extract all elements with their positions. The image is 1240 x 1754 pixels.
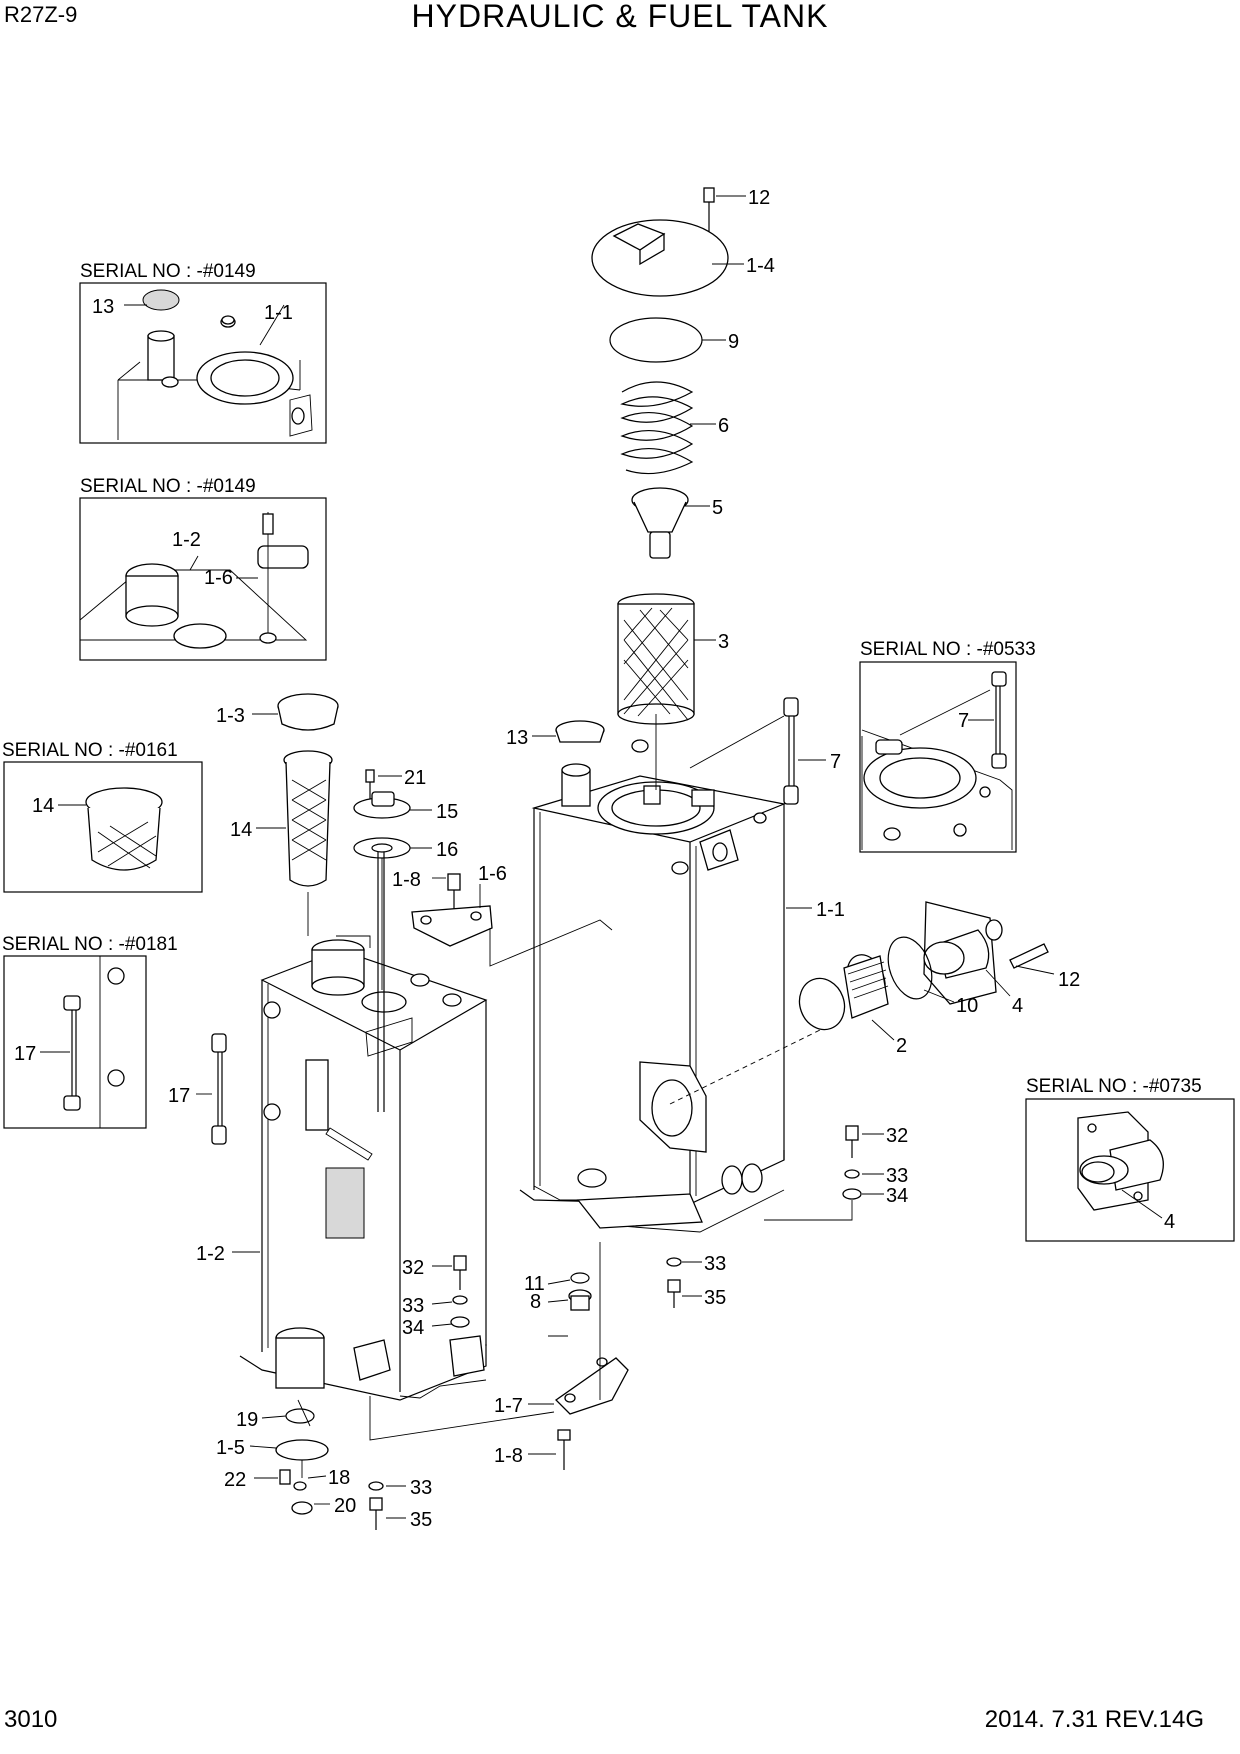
revision-date: 2014. 7.31 REV.14G bbox=[984, 1706, 1204, 1733]
callout-label: 3 bbox=[718, 631, 729, 653]
inset-fuel-tank-top-early: SERIAL NO : -#0149 1-2 1-6 bbox=[79, 476, 327, 661]
callout-label: 1-7 bbox=[494, 1395, 523, 1417]
inset-serial-label: SERIAL NO : -#0149 bbox=[80, 261, 256, 282]
callout-label: 35 bbox=[704, 1287, 726, 1309]
callout-label: 13 bbox=[506, 727, 528, 749]
callout-label: 33 bbox=[402, 1295, 424, 1317]
callout-label: 22 bbox=[224, 1469, 246, 1491]
callout-label: 16 bbox=[436, 839, 458, 861]
callout-label: 1-2 bbox=[196, 1243, 225, 1265]
callout-label: 32 bbox=[402, 1257, 424, 1279]
callout-label: 34 bbox=[402, 1317, 424, 1339]
callout-label: 33 bbox=[410, 1477, 432, 1499]
inset-serial-label: SERIAL NO : -#0181 bbox=[2, 934, 178, 955]
inset-serial-label: SERIAL NO : -#0149 bbox=[80, 476, 256, 497]
callout-label: 6 bbox=[718, 415, 729, 437]
model-code: R27Z-9 bbox=[4, 2, 78, 27]
callout-label: 1-8 bbox=[494, 1445, 523, 1467]
callout-label: 4 bbox=[1012, 995, 1023, 1017]
callout-label: 35 bbox=[410, 1509, 432, 1531]
callout-label: 7 bbox=[830, 751, 841, 773]
inset-level-gauge-later: SERIAL NO : -#0533 7 bbox=[859, 639, 1036, 853]
callout-label: 18 bbox=[328, 1467, 350, 1489]
callout-label: 17 bbox=[168, 1085, 190, 1107]
callout-label: 33 bbox=[704, 1253, 726, 1275]
svg-text:7: 7 bbox=[958, 710, 969, 732]
callout-label: 19 bbox=[236, 1409, 258, 1431]
callout-label: 12 bbox=[748, 187, 770, 209]
callout-label: 34 bbox=[886, 1185, 908, 1207]
inset-tank-top-early: SERIAL NO : -#0149 13 1-1 bbox=[79, 261, 327, 444]
inset-serial-label: SERIAL NO : -#0735 bbox=[1026, 1076, 1202, 1097]
page-number: 3010 bbox=[4, 1706, 58, 1733]
page-title: HYDRAULIC & FUEL TANK bbox=[411, 0, 829, 34]
svg-text:1-6: 1-6 bbox=[204, 567, 233, 589]
inset-strainer-early: SERIAL NO : -#0161 14 bbox=[2, 740, 203, 893]
callout-label: 11 bbox=[524, 1273, 545, 1295]
callout-label: 14 bbox=[230, 819, 252, 841]
svg-text:4: 4 bbox=[1164, 1211, 1175, 1233]
callout-label: 33 bbox=[886, 1165, 908, 1187]
inset-serial-label: SERIAL NO : -#0161 bbox=[2, 740, 178, 761]
fuel-tank bbox=[239, 852, 488, 1401]
svg-text:14: 14 bbox=[32, 795, 54, 817]
callout-label: 1-4 bbox=[746, 255, 775, 277]
callout-numbers: 12 1-4 9 6 5 3 13 7 1-1 12 10 4 2 32 33 … bbox=[168, 187, 1080, 1531]
callout-label: 12 bbox=[1058, 969, 1080, 991]
hydraulic-tank bbox=[519, 739, 821, 1233]
callout-label: 10 bbox=[956, 995, 978, 1017]
inset-suction-pipe-later: SERIAL NO : -#0735 4 bbox=[1025, 1076, 1235, 1242]
callout-leaders bbox=[196, 195, 1055, 1519]
svg-text:1-1: 1-1 bbox=[264, 302, 293, 324]
svg-text:1-2: 1-2 bbox=[172, 529, 201, 551]
inset-serial-label: SERIAL NO : -#0533 bbox=[860, 639, 1036, 660]
callout-label: 1-6 bbox=[478, 863, 507, 885]
callout-label: 8 bbox=[530, 1291, 541, 1313]
inset-level-gauge-early: SERIAL NO : -#0181 17 bbox=[2, 934, 178, 1129]
callout-label: 32 bbox=[886, 1125, 908, 1147]
callout-label: 1-1 bbox=[816, 899, 845, 921]
svg-text:17: 17 bbox=[14, 1043, 36, 1065]
exploded-parts bbox=[211, 187, 1049, 1530]
callout-label: 5 bbox=[712, 497, 723, 519]
callout-label: 1-8 bbox=[392, 869, 421, 891]
callout-label: 15 bbox=[436, 801, 458, 823]
callout-label: 9 bbox=[728, 331, 739, 353]
svg-text:13: 13 bbox=[92, 296, 114, 318]
callout-label: 2 bbox=[896, 1035, 907, 1057]
callout-label: 1-5 bbox=[216, 1437, 245, 1459]
callout-label: 1-3 bbox=[216, 705, 245, 727]
callout-label: 20 bbox=[334, 1495, 356, 1517]
callout-label: 21 bbox=[404, 767, 426, 789]
